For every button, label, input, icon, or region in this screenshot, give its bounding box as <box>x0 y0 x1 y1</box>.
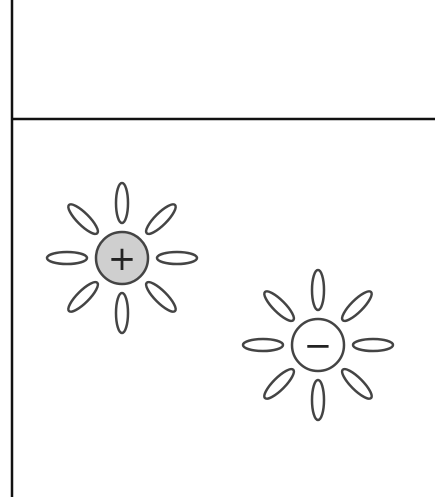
negative-charge-ray-down <box>312 380 324 420</box>
negative-charge-ray-left <box>243 339 283 351</box>
positive-charge-ray-up <box>116 183 128 223</box>
positive-charge: + <box>47 183 197 333</box>
negative-charge-ray-up-left <box>261 288 298 325</box>
positive-charge-ray-left <box>47 252 87 264</box>
positive-charge-ray-up-right <box>143 201 180 238</box>
negative-charge-ray-up <box>312 270 324 310</box>
positive-charge-ray-right <box>157 252 197 264</box>
negative-charge-ray-down-right <box>339 366 376 403</box>
positive-charge-ray-down-left <box>65 279 102 316</box>
negative-charge: − <box>243 270 393 420</box>
negative-charge-ray-down-left <box>261 366 298 403</box>
positive-charge-ray-down-right <box>143 279 180 316</box>
negative-charge-ray-right <box>353 339 393 351</box>
positive-charge-ray-up-left <box>65 201 102 238</box>
negative-charge-ray-up-right <box>339 288 376 325</box>
positive-charge-sign: + <box>108 239 137 279</box>
negative-charge-sign: − <box>304 326 333 366</box>
positive-charge-ray-down <box>116 293 128 333</box>
